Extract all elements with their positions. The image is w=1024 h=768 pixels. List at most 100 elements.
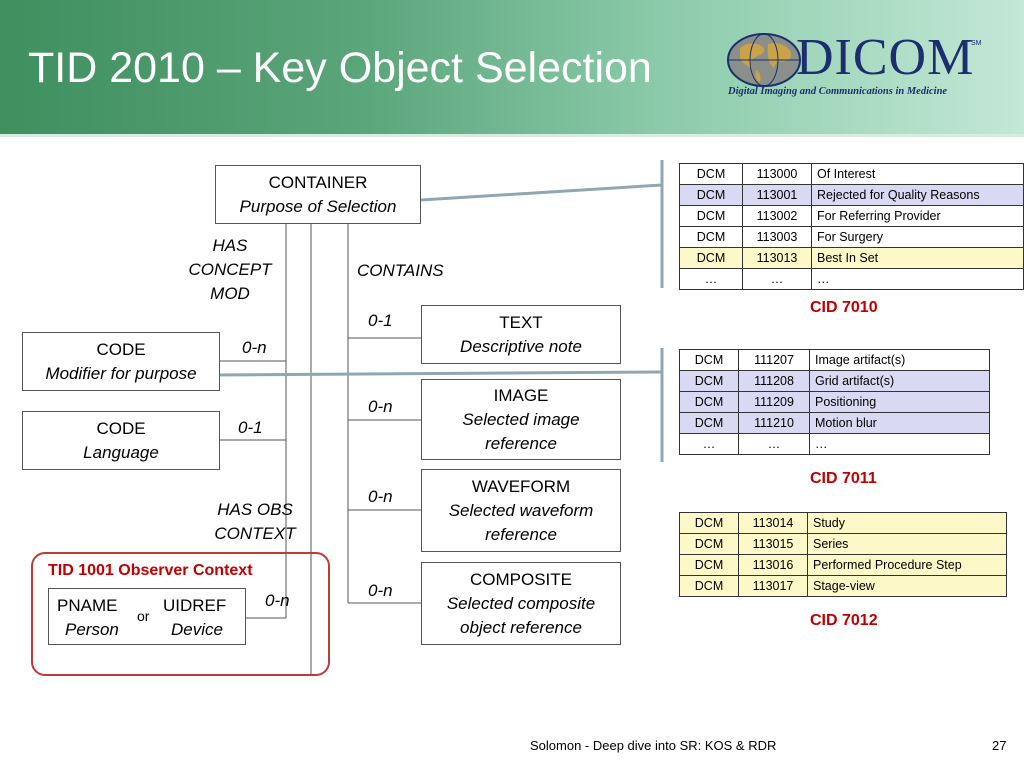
code-meaning-cell: …	[809, 433, 990, 455]
uidref-type: UIDREF	[163, 596, 227, 615]
or-label: or	[137, 608, 150, 624]
waveform-node-role: Selected waveform	[448, 500, 594, 520]
code-meaning-cell: Grid artifact(s)	[809, 370, 990, 392]
image-node-type: IMAGE	[493, 385, 549, 405]
code-modifier-node: CODE Modifier for purpose	[22, 332, 220, 391]
code-value-cell: 111207	[738, 349, 810, 371]
text-node-type: TEXT	[499, 312, 543, 332]
code-meaning-cell: For Referring Provider	[811, 205, 1024, 227]
code-value-cell: 113017	[738, 575, 808, 597]
code-value-cell: 111208	[738, 370, 810, 392]
code-meaning-cell: Stage-view	[807, 575, 1007, 597]
code-meaning-cell: Positioning	[809, 391, 990, 413]
text-node: TEXT Descriptive note	[421, 305, 621, 364]
has-obs-context-label: HAS OBS CONTEXT	[200, 498, 310, 546]
text-node-role: Descriptive note	[460, 336, 582, 356]
page-number: 27	[992, 738, 1007, 753]
cardinality-code-language: 0-1	[238, 418, 263, 437]
has-concept-mod-label: HAS CONCEPT MOD	[180, 234, 280, 306]
observer-context-frame	[31, 552, 330, 676]
code-value-cell: 113003	[742, 226, 812, 248]
table-row: ………	[679, 433, 990, 455]
code-value-cell: 113016	[738, 554, 808, 576]
table-row: ………	[679, 268, 1024, 290]
code-meaning-cell: Motion blur	[809, 412, 990, 434]
title-banner	[0, 0, 1024, 134]
coding-scheme-cell: DCM	[679, 205, 743, 227]
image-node-role-cont: reference	[485, 433, 557, 453]
code-value-cell: 111210	[738, 412, 810, 434]
cardinality-waveform: 0-n	[368, 487, 393, 506]
cid-7010-label: CID 7010	[810, 299, 878, 316]
slide-title: TID 2010 – Key Object Selection	[28, 44, 652, 92]
code-meaning-cell: Image artifact(s)	[809, 349, 990, 371]
coding-scheme-cell: DCM	[679, 370, 739, 392]
code-meaning-cell: Study	[807, 512, 1007, 534]
dicom-logo-wordmark: DICOM	[796, 29, 975, 86]
composite-node-role-cont: object reference	[460, 617, 582, 637]
coding-scheme-cell: DCM	[679, 247, 743, 269]
coding-scheme-cell: DCM	[679, 533, 739, 555]
coding-scheme-cell: DCM	[679, 554, 739, 576]
relation-label-line: HAS	[212, 236, 248, 255]
coding-scheme-cell: …	[679, 268, 743, 290]
coding-scheme-cell: DCM	[679, 412, 739, 434]
code-meaning-cell: …	[811, 268, 1024, 290]
uidref-role: Device	[171, 620, 223, 639]
code-meaning-cell: For Surgery	[811, 226, 1024, 248]
pname-type: PNAME	[57, 596, 118, 615]
coding-scheme-cell: …	[679, 433, 739, 455]
cardinality-image: 0-n	[368, 397, 393, 416]
waveform-node: WAVEFORM Selected waveform reference	[421, 469, 621, 552]
coding-scheme-cell: DCM	[679, 391, 739, 413]
code-meaning-cell: Of Interest	[811, 163, 1024, 185]
code-language-node: CODE Language	[22, 411, 220, 470]
cardinality-code-modifier: 0-n	[242, 338, 267, 357]
composite-node-role: Selected composite	[446, 593, 596, 613]
code-value-cell: …	[742, 268, 812, 290]
code-language-type: CODE	[96, 418, 146, 438]
image-node: IMAGE Selected image reference	[421, 379, 621, 460]
observer-node: PNAME Person or UIDREF Device	[48, 588, 246, 645]
code-value-cell: 113001	[742, 184, 812, 206]
code-meaning-cell: Performed Procedure Step	[807, 554, 1007, 576]
code-value-cell: 113002	[742, 205, 812, 227]
dicom-logo-subtitle: Digital Imaging and Communications in Me…	[728, 86, 948, 97]
code-value-cell: 113014	[738, 512, 808, 534]
cardinality-composite: 0-n	[368, 581, 393, 600]
code-modifier-type: CODE	[96, 339, 146, 359]
code-value-cell: 113015	[738, 533, 808, 555]
dicom-service-mark: SM	[971, 40, 982, 47]
coding-scheme-cell: DCM	[679, 512, 739, 534]
composite-node-type: COMPOSITE	[469, 569, 572, 589]
cid-7012-label: CID 7012	[810, 612, 878, 629]
container-node-type: CONTAINER	[268, 172, 368, 192]
waveform-node-type: WAVEFORM	[471, 476, 571, 496]
code-meaning-cell: Rejected for Quality Reasons	[811, 184, 1024, 206]
code-value-cell: 113000	[742, 163, 812, 185]
cardinality-observer: 0-n	[265, 591, 290, 610]
code-value-cell: 113013	[742, 247, 812, 269]
dicom-globe-logo-icon	[727, 33, 801, 87]
relation-label-line: CONTEXT	[214, 524, 296, 543]
code-value-cell: 111209	[738, 391, 810, 413]
observer-context-title: TID 1001 Observer Context	[48, 562, 253, 579]
code-meaning-cell: Series	[807, 533, 1007, 555]
image-node-role: Selected image	[462, 409, 580, 429]
footer-text: Solomon - Deep dive into SR: KOS & RDR	[530, 738, 777, 753]
contains-label: CONTAINS	[357, 261, 444, 280]
container-node: CONTAINER Purpose of Selection	[215, 165, 421, 224]
